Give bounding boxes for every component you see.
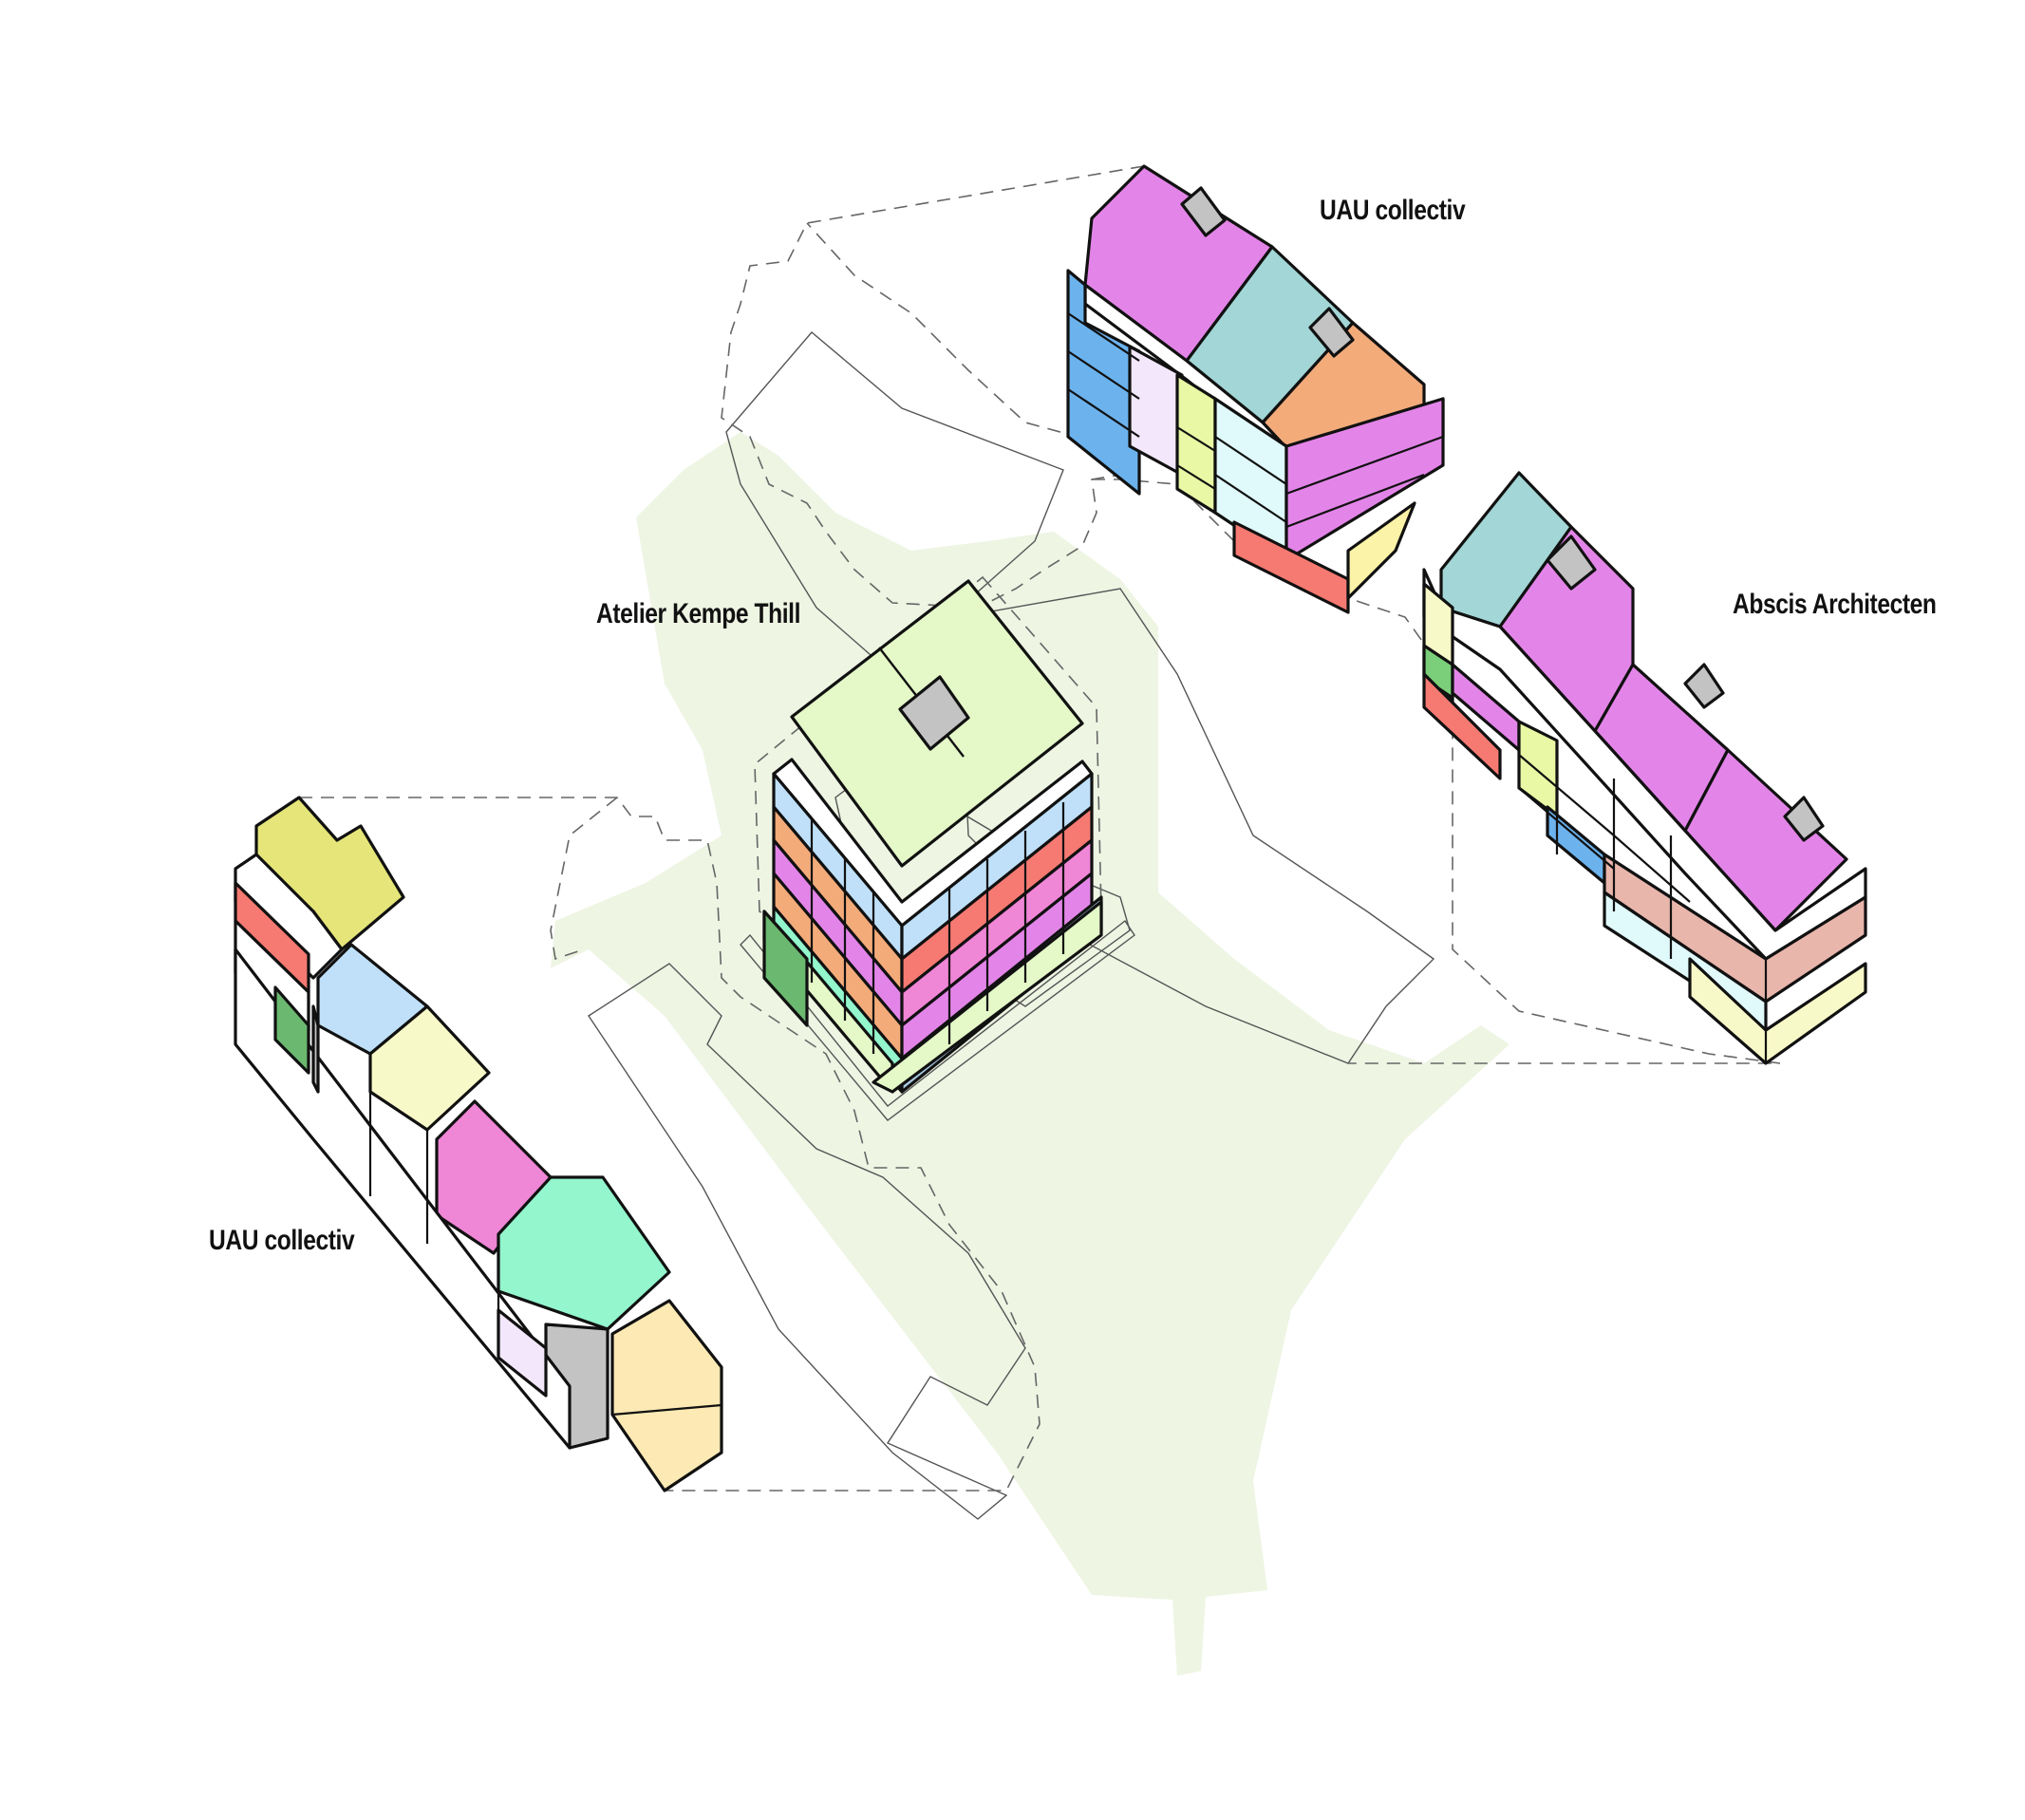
tower-atelier-kempe-thill <box>762 579 1103 1094</box>
west-block-peach <box>610 1299 723 1492</box>
plot-outline-west <box>588 963 1026 1520</box>
building-abscis-architecten <box>1422 471 1867 1065</box>
plot-outline-north <box>725 331 1064 675</box>
boundary-southwest <box>299 797 1041 1492</box>
label-atelier-kempe-thill: Atelier Kempe Thill <box>596 598 801 629</box>
west-roof-paleyellow <box>368 1004 491 1132</box>
boundary-southwest-inner <box>550 797 618 961</box>
plinth-outline <box>740 919 1135 1121</box>
building-uau-collectiv-north <box>1066 164 1445 614</box>
label-uau-collectiv-west: UAU collectiv <box>209 1225 355 1256</box>
tower-roof-vent <box>898 675 970 751</box>
green-park-area <box>551 432 1509 1676</box>
building-uau-collectiv-west <box>234 796 723 1492</box>
label-abscis-architecten: Abscis Architecten <box>1733 589 1937 620</box>
label-uau-collectiv-north: UAU collectiv <box>1320 195 1466 226</box>
